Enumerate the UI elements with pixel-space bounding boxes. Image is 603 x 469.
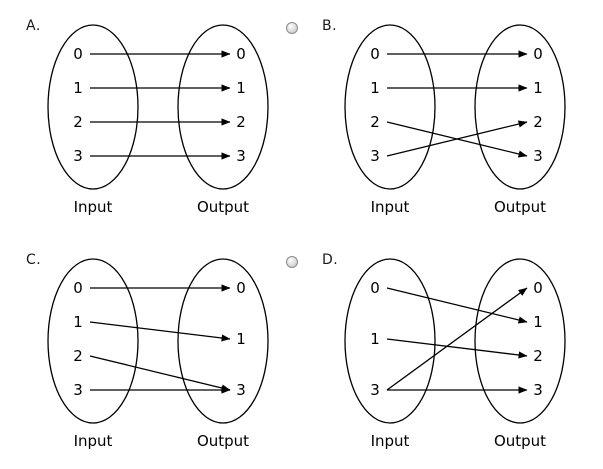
input-value: 0 <box>370 279 380 297</box>
output-value: 2 <box>533 347 543 365</box>
output-value: 0 <box>533 45 543 63</box>
input-value: 2 <box>370 113 380 131</box>
input-value: 3 <box>370 147 380 165</box>
output-value: 3 <box>533 147 543 165</box>
input-caption: Input <box>371 432 410 450</box>
input-value: 0 <box>73 279 83 297</box>
output-caption: Output <box>494 198 546 216</box>
input-oval <box>47 24 139 190</box>
output-caption: Output <box>197 432 249 450</box>
input-caption: Input <box>74 432 113 450</box>
input-oval <box>47 258 139 424</box>
option-letter-c: C. <box>26 252 42 268</box>
option-letter-d: D. <box>322 252 339 268</box>
output-value: 2 <box>236 113 246 131</box>
output-oval <box>474 258 566 424</box>
mapping-arrow <box>386 287 528 324</box>
input-caption: Input <box>74 198 113 216</box>
radio-button-1[interactable] <box>286 22 298 34</box>
radio-button-2[interactable] <box>286 256 298 268</box>
output-caption: Output <box>197 198 249 216</box>
output-value: 0 <box>236 279 246 297</box>
input-value: 2 <box>73 347 83 365</box>
option-letter-b: B. <box>322 18 338 34</box>
output-value: 0 <box>236 45 246 63</box>
output-value: 3 <box>236 147 246 165</box>
input-value: 1 <box>370 330 380 348</box>
input-value: 1 <box>370 79 380 97</box>
input-value: 3 <box>73 381 83 399</box>
output-oval <box>177 24 269 190</box>
input-value: 3 <box>73 147 83 165</box>
output-value: 1 <box>533 313 543 331</box>
input-value: 0 <box>73 45 83 63</box>
mapping-arrow <box>386 338 528 359</box>
output-caption: Output <box>494 432 546 450</box>
input-oval <box>344 258 436 424</box>
output-value: 1 <box>236 330 246 348</box>
output-value: 0 <box>533 279 543 297</box>
input-caption: Input <box>371 198 410 216</box>
output-value: 1 <box>533 79 543 97</box>
option-letter-a: A. <box>26 18 41 34</box>
mapping-arrow <box>89 355 231 392</box>
input-value: 1 <box>73 79 83 97</box>
input-value: 1 <box>73 313 83 331</box>
input-oval <box>344 24 436 190</box>
mapping-arrow <box>386 120 528 157</box>
output-value: 3 <box>533 381 543 399</box>
output-value: 2 <box>533 113 543 131</box>
output-oval <box>177 258 269 424</box>
output-value: 3 <box>236 381 246 399</box>
input-value: 0 <box>370 45 380 63</box>
input-value: 3 <box>370 381 380 399</box>
output-oval <box>474 24 566 190</box>
mapping-arrow <box>386 287 528 391</box>
mapping-arrow <box>89 321 231 342</box>
input-value: 2 <box>73 113 83 131</box>
output-value: 1 <box>236 79 246 97</box>
